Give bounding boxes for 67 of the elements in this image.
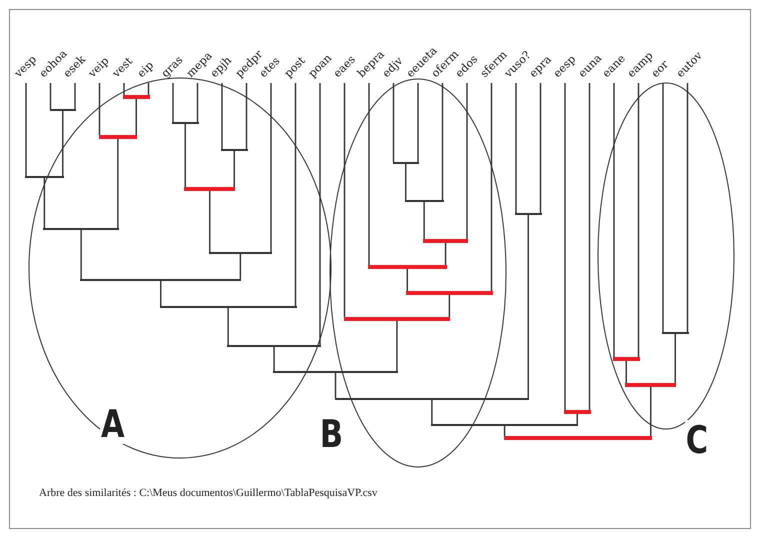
tree-branch-line: [136, 99, 137, 135]
tree-branch-line: [117, 139, 119, 228]
merge-bar: [184, 187, 236, 191]
tree-branch-line: [74, 83, 76, 109]
merge-bar: [98, 135, 138, 139]
merge-bar: [423, 239, 468, 243]
tree-branch-line: [80, 230, 82, 279]
tree-branch-line: [650, 387, 652, 436]
tree-branch-line: [172, 83, 174, 122]
merge-bar: [344, 317, 450, 321]
tree-branch-line: [270, 83, 272, 252]
merge-bar: [406, 291, 492, 295]
tree-branch-line: [406, 269, 408, 291]
tree-branch-line: [368, 83, 370, 265]
leaf-label: vest: [110, 55, 136, 80]
tree-branch-line: [62, 111, 64, 176]
tree-branch-line: [588, 83, 590, 410]
tree-branch-line: [540, 83, 542, 213]
tree-branch-line: [148, 83, 150, 95]
merge-bar: [625, 383, 676, 387]
merge-bar: [504, 436, 652, 440]
tree-branch-line: [528, 215, 529, 398]
tree-branch-line: [448, 295, 450, 317]
leaf-label: veip: [86, 55, 111, 80]
tree-branch-line: [392, 83, 394, 162]
tree-branch-line: [423, 202, 425, 239]
merge-bar: [123, 95, 150, 99]
tree-branch-line: [50, 83, 52, 109]
tree-branch-line: [405, 164, 406, 200]
tree-branch-line: [344, 83, 346, 317]
tree-branch-line: [221, 83, 223, 149]
tree-branch-line: [25, 83, 27, 176]
tree-branch-line: [44, 178, 46, 228]
tree-branch-line: [209, 191, 210, 252]
tree-branch-line: [227, 308, 229, 345]
merge-bar: [564, 410, 590, 414]
tree-branch-line: [294, 83, 296, 306]
tree-branch-line: [490, 83, 492, 291]
tree-branch-line: [564, 83, 566, 410]
tree-branch-line: [466, 83, 468, 239]
tree-branch-line: [184, 124, 186, 187]
tree-branch-line: [319, 83, 321, 345]
tree-branch-line: [504, 426, 506, 436]
tree-branch-line: [444, 243, 446, 265]
tree-branch-line: [638, 83, 640, 357]
tree-branch-line: [196, 83, 198, 122]
tree-branch-line: [273, 347, 275, 371]
tree-branch-line: [240, 254, 242, 279]
caption: Arbre des similarités : C:\Meus documentos\Guillermo\TablaPesquisaVP.csv: [39, 486, 378, 500]
tree-branch-line: [515, 83, 517, 213]
tree-branch-line: [396, 321, 398, 371]
merge-bar: [368, 265, 447, 269]
tree-branch-line: [160, 281, 162, 306]
tree-branch-line: [234, 151, 235, 187]
tree-branch-line: [576, 414, 578, 424]
leaf-label: eip: [135, 59, 156, 80]
tree-branch-line: [123, 83, 125, 95]
tree-branch-line: [431, 400, 433, 424]
tree-branch-line: [334, 373, 336, 398]
tree-branch-line: [686, 83, 688, 332]
tree-branch-line: [442, 83, 444, 200]
tree-branch-line: [98, 83, 100, 135]
tree-branch-line: [246, 83, 248, 149]
merge-bar: [613, 357, 640, 361]
tree-branch-line: [613, 83, 615, 357]
tree-branch-line: [674, 334, 676, 383]
tree-branch-line: [626, 361, 627, 383]
